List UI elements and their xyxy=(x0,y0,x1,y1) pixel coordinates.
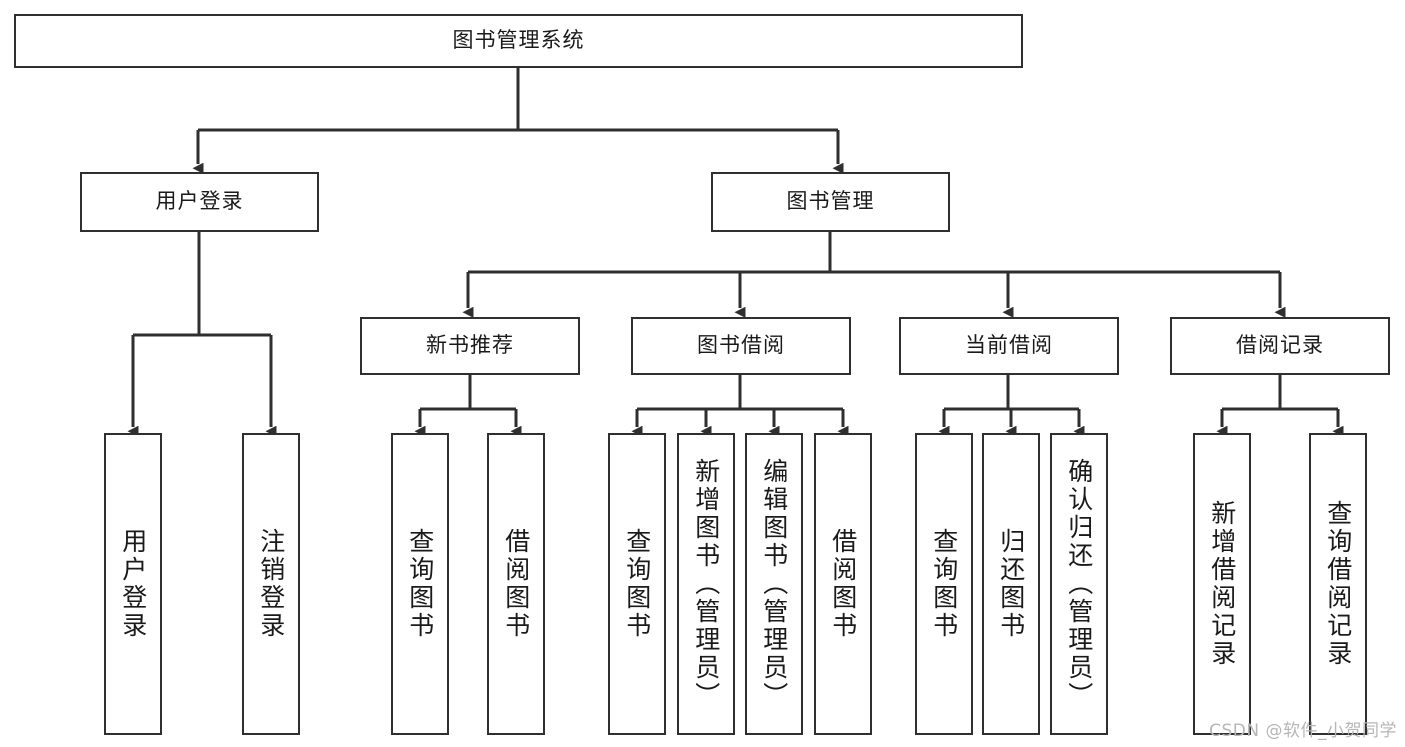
node-book-borrowing[interactable]: 图书借阅 xyxy=(631,317,851,375)
node-leaf-query-book-newbook[interactable]: 查询图书 xyxy=(391,433,449,735)
node-current-borrowing[interactable]: 当前借阅 xyxy=(899,317,1119,375)
node-leaf-borrow-book-newbook[interactable]: 借阅图书 xyxy=(487,433,545,735)
node-leaf-confirm-return-admin[interactable]: 确认归还（管理员） xyxy=(1050,433,1108,735)
node-label: 确认归还（管理员） xyxy=(1064,458,1094,710)
node-leaf-add-book-admin[interactable]: 新增图书（管理员） xyxy=(677,433,735,735)
node-label: 当前借阅 xyxy=(965,333,1053,358)
node-label: 借阅记录 xyxy=(1236,333,1324,358)
node-leaf-borrow-book[interactable]: 借阅图书 xyxy=(814,433,872,735)
node-label: 用户登录 xyxy=(118,528,148,640)
node-leaf-add-borrow-record[interactable]: 新增借阅记录 xyxy=(1193,433,1251,735)
watermark: CSDN @软件_小贺同学 xyxy=(1209,721,1397,741)
node-label: 借阅图书 xyxy=(828,528,858,640)
node-label: 图书管理 xyxy=(786,189,875,214)
node-leaf-logout[interactable]: 注销登录 xyxy=(242,433,300,735)
node-label: 用户登录 xyxy=(155,189,244,214)
node-label: 编辑图书（管理员） xyxy=(759,458,789,710)
node-leaf-edit-book-admin[interactable]: 编辑图书（管理员） xyxy=(745,433,803,735)
node-new-book-recommendation[interactable]: 新书推荐 xyxy=(360,317,580,375)
node-label: 注销登录 xyxy=(256,528,286,640)
node-leaf-query-book-current[interactable]: 查询图书 xyxy=(915,433,973,735)
node-book-management-system[interactable]: 图书管理系统 xyxy=(14,14,1023,68)
node-label: 图书管理系统 xyxy=(452,28,585,53)
node-label: 借阅图书 xyxy=(501,528,531,640)
node-label: 新增图书（管理员） xyxy=(691,458,721,710)
node-leaf-query-borrow-record[interactable]: 查询借阅记录 xyxy=(1309,433,1367,735)
node-label: 图书借阅 xyxy=(697,333,785,358)
node-user-login[interactable]: 用户登录 xyxy=(80,172,319,232)
node-leaf-query-book-borrow[interactable]: 查询图书 xyxy=(608,433,666,735)
node-borrow-records[interactable]: 借阅记录 xyxy=(1170,317,1390,375)
node-label: 查询图书 xyxy=(929,528,959,640)
node-leaf-return-book[interactable]: 归还图书 xyxy=(982,433,1040,735)
node-book-management[interactable]: 图书管理 xyxy=(711,172,950,232)
node-label: 查询图书 xyxy=(405,528,435,640)
node-label: 新增借阅记录 xyxy=(1207,500,1237,668)
node-label: 新书推荐 xyxy=(426,333,514,358)
node-label: 归还图书 xyxy=(996,528,1026,640)
node-label: 查询借阅记录 xyxy=(1323,500,1353,668)
node-label: 查询图书 xyxy=(622,528,652,640)
node-leaf-user-login[interactable]: 用户登录 xyxy=(104,433,162,735)
